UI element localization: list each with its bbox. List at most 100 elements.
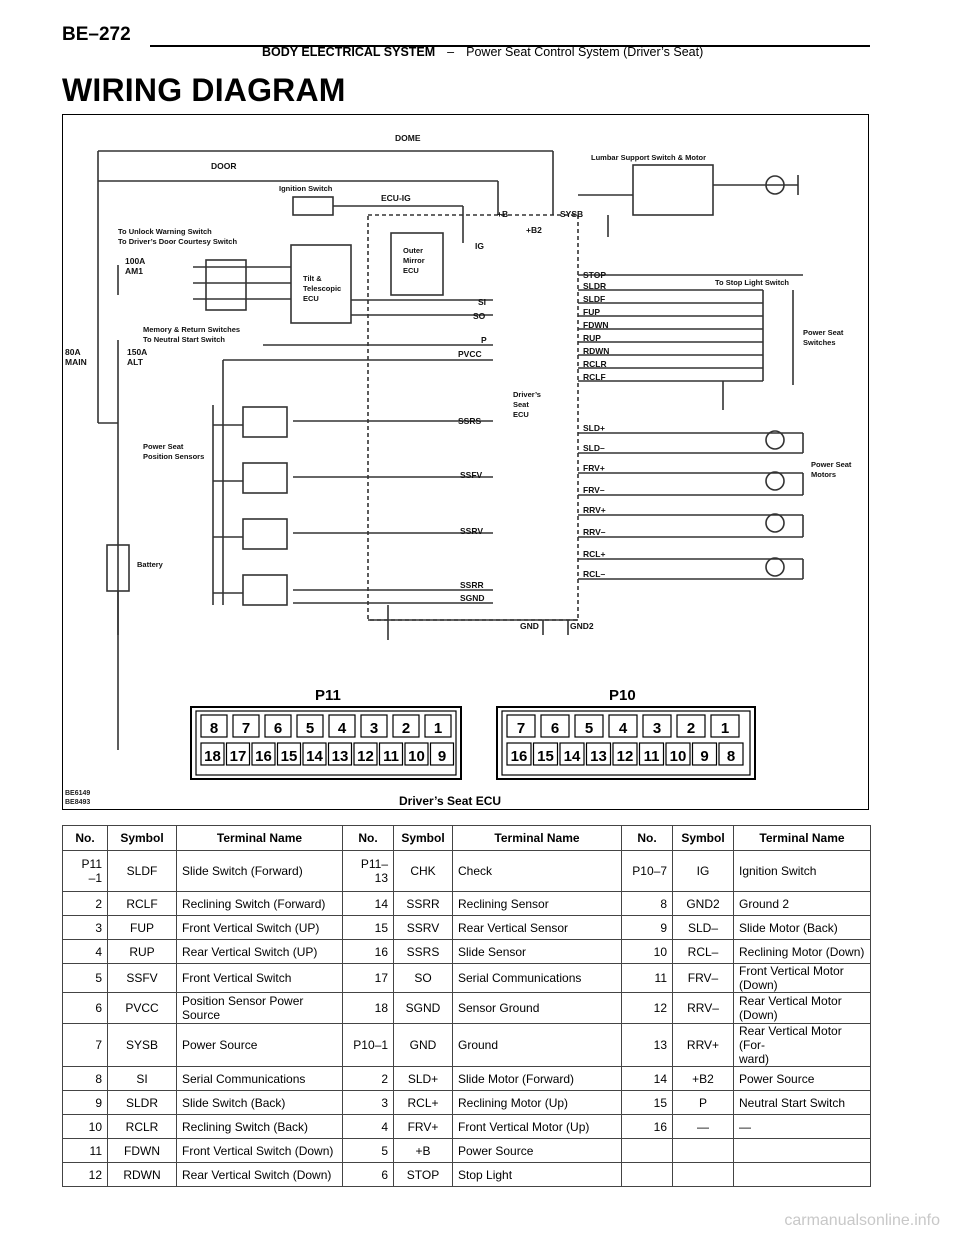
- connector-pin-number: 3: [653, 720, 661, 737]
- label-p11: P11: [315, 687, 341, 704]
- label-ssrr: SSRR: [460, 580, 484, 590]
- label-fuse-100a: 100A: [125, 256, 145, 266]
- label-main: MAIN: [65, 357, 87, 367]
- connector-pin-number: 4: [338, 720, 347, 737]
- header-no-3: No.: [621, 825, 673, 851]
- cell-no-2: P10–1: [342, 1023, 394, 1067]
- label-switch-terminal: SLDR: [583, 281, 606, 291]
- connector-pin-number: 1: [721, 720, 729, 737]
- cell-terminal-name-2: Front Vertical Motor (Up): [452, 1114, 622, 1139]
- cell-symbol-2: SO: [393, 963, 453, 993]
- cell-no-1: 8: [62, 1066, 108, 1091]
- connector-pin: [559, 742, 585, 766]
- cell-terminal-name-3: Neutral Start Switch: [733, 1090, 871, 1115]
- header-terminal-name-2: Terminal Name: [452, 825, 622, 851]
- connector-pin-number: 11: [383, 748, 399, 765]
- cell-symbol-2: SSRV: [393, 915, 453, 940]
- cell-no-1: 7: [62, 1023, 108, 1067]
- label-ecu-3: ECU: [513, 410, 529, 419]
- label-sysb: SYSB: [560, 209, 583, 219]
- connector-pin-number: 14: [306, 748, 323, 765]
- cell-symbol-3: P: [672, 1090, 734, 1115]
- connector-pin-number: 7: [517, 720, 525, 737]
- cell-terminal-name-1: Front Vertical Switch: [176, 963, 343, 993]
- cell-terminal-name-1: Power Source: [176, 1023, 343, 1067]
- cell-symbol-2: SSRS: [393, 939, 453, 964]
- connector-pin: [642, 714, 672, 738]
- label-motor-terminal: SLD+: [583, 423, 605, 433]
- cell-symbol-1: SLDR: [107, 1090, 177, 1115]
- cell-terminal-name-1: Reclining Switch (Back): [176, 1114, 343, 1139]
- label-plus-b: +B: [497, 209, 508, 219]
- header-no-1: No.: [62, 825, 108, 851]
- label-si: SI: [478, 297, 486, 307]
- label-motor-terminal: FRV–: [583, 485, 605, 495]
- cell-terminal-name-3: Reclining Motor (Down): [733, 939, 871, 964]
- cell-no-1: 11: [62, 1138, 108, 1163]
- cell-terminal-name-2: Check: [452, 850, 622, 892]
- cell-terminal-name-1: Serial Communications: [176, 1066, 343, 1091]
- label-pos-1: Power Seat: [143, 442, 184, 451]
- cell-no-3: [621, 1162, 673, 1187]
- cell-symbol-1: SI: [107, 1066, 177, 1091]
- cell-terminal-name-3: [733, 1162, 871, 1187]
- connector-pin: [232, 714, 260, 738]
- header-rule: [150, 45, 870, 47]
- label-tilt-2: Telescopic: [303, 284, 341, 293]
- label-outer-2: Mirror: [403, 256, 425, 265]
- cell-symbol-3: FRV–: [672, 963, 734, 993]
- cell-terminal-name-2: Slide Motor (Forward): [452, 1066, 622, 1091]
- cell-no-3: 10: [621, 939, 673, 964]
- label-tilt-3: ECU: [303, 294, 319, 303]
- header-symbol-2: Symbol: [393, 825, 453, 851]
- section-title: BODY ELECTRICAL SYSTEM: [262, 45, 436, 59]
- cell-no-2: 2: [342, 1066, 394, 1091]
- connector-pin-number: 7: [242, 720, 250, 737]
- connector-pin: [574, 714, 604, 738]
- cell-no-1: 12: [62, 1162, 108, 1187]
- connector-pin: [506, 742, 532, 766]
- connector-pin: [710, 714, 740, 738]
- connector-pin: [276, 742, 302, 766]
- connector-pin: [691, 742, 718, 766]
- connector-pin: [665, 742, 691, 766]
- connector-pin: [378, 742, 404, 766]
- label-outer-3: ECU: [403, 266, 419, 275]
- label-ecu-ig: ECU-IG: [381, 193, 411, 203]
- cell-symbol-3: +B2: [672, 1066, 734, 1091]
- cell-symbol-3: RRV–: [672, 992, 734, 1024]
- connector-pin-number: 17: [230, 748, 247, 765]
- label-ssrv: SSRV: [460, 526, 483, 536]
- cell-no-2: 18: [342, 992, 394, 1024]
- label-alt: ALT: [127, 357, 144, 367]
- header-terminal-name-3: Terminal Name: [733, 825, 871, 851]
- cell-no-2: 3: [342, 1090, 394, 1115]
- label-switch-terminal: RUP: [583, 333, 601, 343]
- label-motor-terminal: RRV+: [583, 505, 606, 515]
- connector-pin-number: 6: [274, 720, 282, 737]
- cell-no-1: 3: [62, 915, 108, 940]
- label-sgnd: SGND: [460, 593, 485, 603]
- connector-pin: [424, 714, 452, 738]
- label-outer-1: Outer: [403, 246, 423, 255]
- cell-terminal-name-2: Slide Sensor: [452, 939, 622, 964]
- cell-terminal-name-2: Power Source: [452, 1138, 622, 1163]
- label-unlock-warning: To Unlock Warning Switch: [118, 227, 212, 236]
- connector-pin: [302, 742, 327, 766]
- cell-terminal-name-1: Front Vertical Switch (UP): [176, 915, 343, 940]
- connector-pin: [200, 742, 225, 766]
- cell-terminal-name-1: Rear Vertical Switch (Down): [176, 1162, 343, 1187]
- cell-terminal-name-1: Reclining Switch (Forward): [176, 891, 343, 916]
- cell-terminal-name-2: Reclining Motor (Up): [452, 1090, 622, 1115]
- cell-symbol-2: SGND: [393, 992, 453, 1024]
- connector-pin-number: 3: [370, 720, 378, 737]
- cell-no-1: 6: [62, 992, 108, 1024]
- connector-pin: [200, 714, 228, 738]
- cell-symbol-3: [672, 1162, 734, 1187]
- connector-pin: [612, 742, 638, 766]
